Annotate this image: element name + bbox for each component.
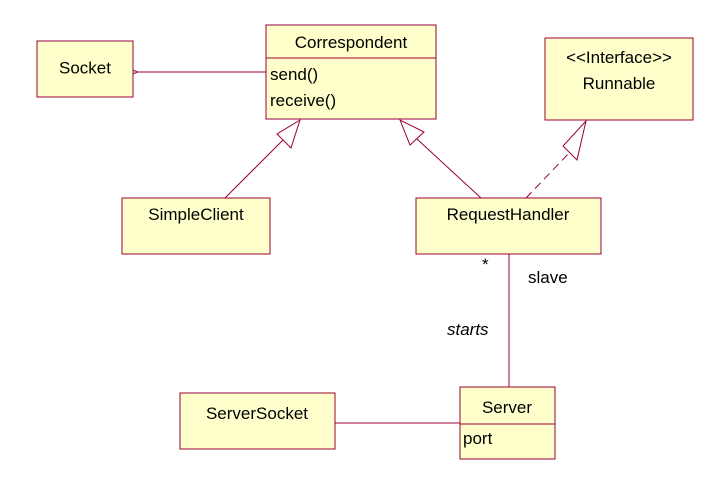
- class-serversocket[interactable]: ServerSocket: [179, 392, 336, 450]
- correspondent-op-receive: receive(): [270, 91, 336, 110]
- association-role-label: slave: [528, 268, 568, 287]
- class-server[interactable]: Server port: [459, 386, 556, 460]
- association-multiplicity: *: [482, 255, 489, 274]
- class-socket-name: Socket: [59, 58, 111, 77]
- runnable-realization-arrowhead: [562, 119, 587, 161]
- class-server-name: Server: [482, 398, 532, 417]
- class-correspondent[interactable]: Correspondent send() receive(): [265, 24, 437, 120]
- class-simpleclient[interactable]: SimpleClient: [121, 197, 271, 255]
- requesthandler-generalization-arrowhead: [399, 118, 425, 146]
- requesthandler-realization-line: [525, 151, 571, 199]
- class-requesthandler-name: RequestHandler: [447, 205, 570, 224]
- class-serversocket-name: ServerSocket: [206, 404, 308, 423]
- class-correspondent-name: Correspondent: [295, 33, 408, 52]
- requesthandler-generalization-line: [416, 138, 482, 199]
- class-requesthandler[interactable]: RequestHandler: [415, 197, 602, 255]
- class-socket[interactable]: Socket: [36, 40, 134, 98]
- correspondent-op-send: send(): [270, 65, 318, 84]
- simpleclient-generalization-arrowhead: [276, 118, 301, 149]
- interface-runnable-name: Runnable: [583, 74, 656, 93]
- interface-runnable[interactable]: <<Interface>> Runnable: [544, 37, 694, 121]
- runnable-stereotype: <<Interface>>: [566, 48, 672, 67]
- server-attr-port: port: [463, 429, 493, 448]
- simpleclient-generalization-line: [224, 138, 285, 199]
- class-simpleclient-name: SimpleClient: [148, 205, 244, 224]
- association-name-label: starts: [447, 320, 489, 339]
